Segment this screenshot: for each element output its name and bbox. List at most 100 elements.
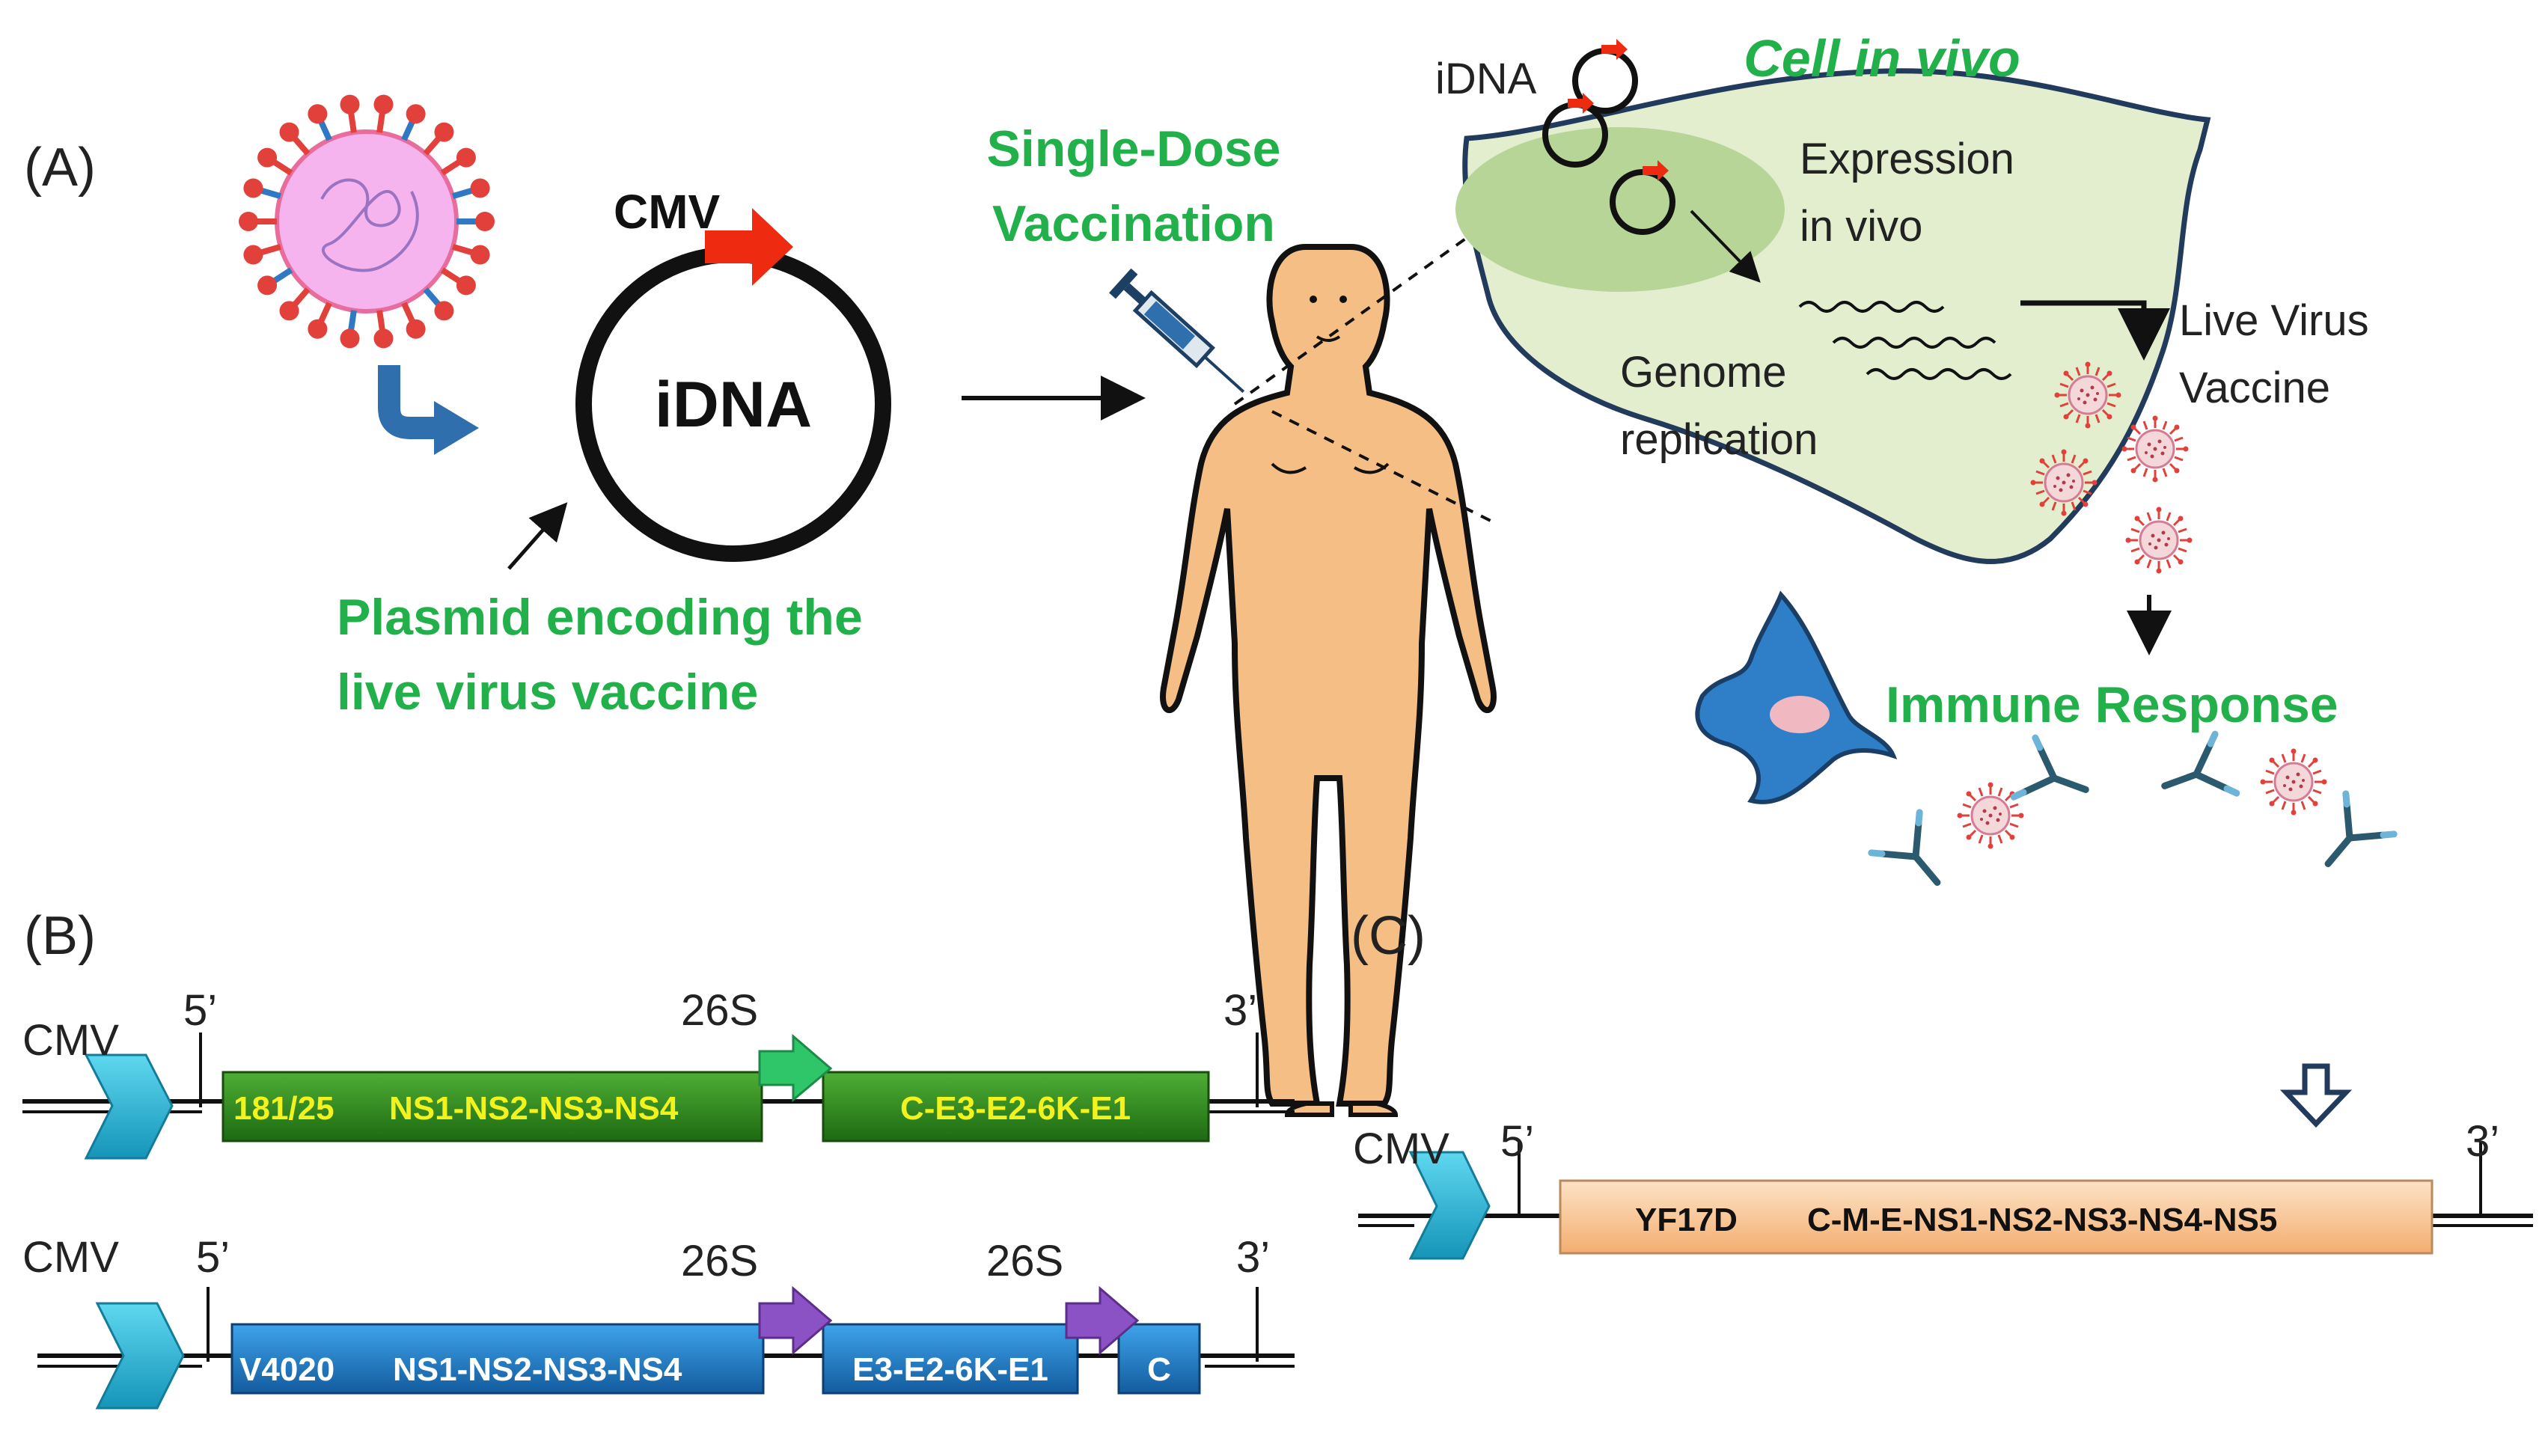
virus-spike-head	[406, 319, 426, 339]
construct2-26s-label-2: 26S	[986, 1237, 1063, 1285]
cell-title: Cell in vivo	[1744, 29, 2020, 88]
virus-spike	[452, 186, 476, 200]
expression-line1: Expression	[1800, 135, 2014, 183]
small-plasmid-icon	[1542, 39, 1675, 235]
cmv-promoter-arrow	[705, 208, 793, 286]
capsid-segment	[1117, 1323, 1201, 1395]
plasmid-caption-line1: Plasmid encoding the	[337, 589, 863, 646]
virus-spike	[270, 267, 293, 285]
vaccination-line1: Single-Dose	[987, 120, 1281, 177]
virus-spike-head	[470, 178, 490, 198]
virus-spike-head	[257, 275, 278, 296]
virus-spike-head	[308, 104, 328, 124]
human-body-icon	[1160, 244, 1497, 1117]
construct2-3prime-label: 3’	[1236, 1233, 1270, 1282]
zoom-line-lower	[1271, 410, 1497, 525]
construct1-cmv-label: CMV	[22, 1016, 119, 1065]
construct1-segment1-name: 181/25	[233, 1090, 334, 1127]
panel-b-label: (B)	[24, 906, 96, 966]
live-virus-line2: Vaccine	[2179, 364, 2330, 412]
antibody-icon	[2014, 738, 2096, 819]
virus-spike-head	[340, 94, 360, 114]
virus-spike-head	[279, 301, 299, 321]
antibody-icon	[1872, 813, 1961, 903]
construct-1	[22, 1033, 1295, 1160]
virus-spike	[317, 302, 332, 325]
cmv-label: CMV	[614, 185, 721, 239]
virus-spike-head	[257, 147, 278, 168]
construct-3	[1358, 1063, 2533, 1260]
construct2-segment1-genes: NS1-NS2-NS3-NS4	[393, 1351, 682, 1388]
construct2-segment2-genes: E3-E2-6K-E1	[852, 1351, 1048, 1388]
construct-2	[37, 1285, 1295, 1410]
construct2-segment3-genes: C	[1147, 1351, 1171, 1388]
virion-icon	[2029, 448, 2098, 517]
cmv-promoter-arrow	[84, 1053, 174, 1160]
virus-spike	[317, 117, 332, 141]
virus-spike-head	[243, 178, 263, 198]
virus-spike-head	[456, 147, 476, 168]
construct2-5prime-label: 5’	[196, 1233, 230, 1282]
down-arrow-icon	[2279, 1063, 2353, 1128]
construct3-segment-genes: C-M-E-NS1-NS2-NS3-NS4-NS5	[1807, 1202, 2277, 1238]
curved-arrow-head	[434, 401, 479, 455]
panel-a-label: (A)	[24, 138, 96, 198]
construct2-cmv-label: CMV	[22, 1233, 119, 1282]
antibody-icon	[2304, 794, 2394, 884]
antibody-icon	[2154, 734, 2236, 816]
virus-spike-head	[340, 328, 360, 349]
virus-spike-head	[470, 245, 490, 265]
virus-spike	[452, 243, 476, 257]
subgenomic-promoter-arrow	[1065, 1285, 1140, 1356]
virion-icon	[1956, 781, 2025, 850]
construct3-cmv-label: CMV	[1353, 1125, 1449, 1173]
virus-spike	[290, 287, 311, 308]
construct1-3prime-label: 3’	[1223, 986, 1257, 1035]
virion-icon	[2121, 415, 2190, 483]
vaccination-line2: Vaccination	[992, 195, 1275, 252]
cmv-promoter-arrow	[1408, 1151, 1491, 1260]
rna-strands-icon	[1798, 301, 2012, 380]
live-virus-line1: Live Virus	[2179, 296, 2369, 345]
plasmid-pointer-arrow	[507, 502, 568, 570]
virus-spike	[440, 267, 463, 285]
nonstructural-segment	[221, 1071, 763, 1143]
virus-spike-head	[406, 104, 426, 124]
construct3-5prime-label: 5’	[1500, 1117, 1534, 1166]
syringe-icon	[1109, 268, 1245, 394]
virus-spike-head	[373, 94, 394, 114]
release-arrow	[2020, 300, 2170, 361]
virus-spike	[401, 117, 416, 141]
virus-spike-head	[239, 212, 258, 231]
virus-spike-head	[243, 245, 263, 265]
construct2-segment1-name: V4020	[239, 1351, 334, 1388]
subgenomic-promoter-arrow	[758, 1285, 833, 1356]
virion-icon	[2259, 747, 2328, 816]
expression-arrow	[1690, 209, 1761, 283]
subgenomic-promoter-arrow	[758, 1033, 833, 1103]
yf17d-genome-segment	[1559, 1179, 2433, 1255]
virus-spike-head	[456, 275, 476, 296]
curved-arrow-icon	[378, 365, 438, 439]
cell-idna-label: iDNA	[1435, 55, 1537, 103]
virus-spike-head	[279, 122, 299, 142]
cmv-promoter-arrow	[95, 1302, 185, 1410]
virus-spike	[270, 158, 293, 176]
structural-segment	[822, 1323, 1079, 1395]
plasmid-caption-line2: live virus vaccine	[337, 664, 758, 721]
construct1-segment2-genes: C-E3-E2-6K-E1	[900, 1090, 1131, 1127]
panel-c-label: (C)	[1351, 906, 1426, 966]
construct2-26s-label-1: 26S	[681, 1237, 758, 1285]
virion-icon	[2053, 361, 2122, 429]
construct3-3prime-label: 3’	[2466, 1117, 2499, 1166]
expression-line2: in vivo	[1800, 202, 1922, 251]
virus-spike-head	[475, 212, 495, 231]
virus-spike-head	[373, 328, 394, 349]
virion-icon	[2124, 506, 2193, 575]
construct1-5prime-label: 5’	[183, 986, 217, 1035]
virus-icon	[239, 94, 495, 349]
virus-spike-head	[434, 122, 454, 142]
virus-spike-head	[434, 301, 454, 321]
virus-spike	[440, 158, 463, 176]
